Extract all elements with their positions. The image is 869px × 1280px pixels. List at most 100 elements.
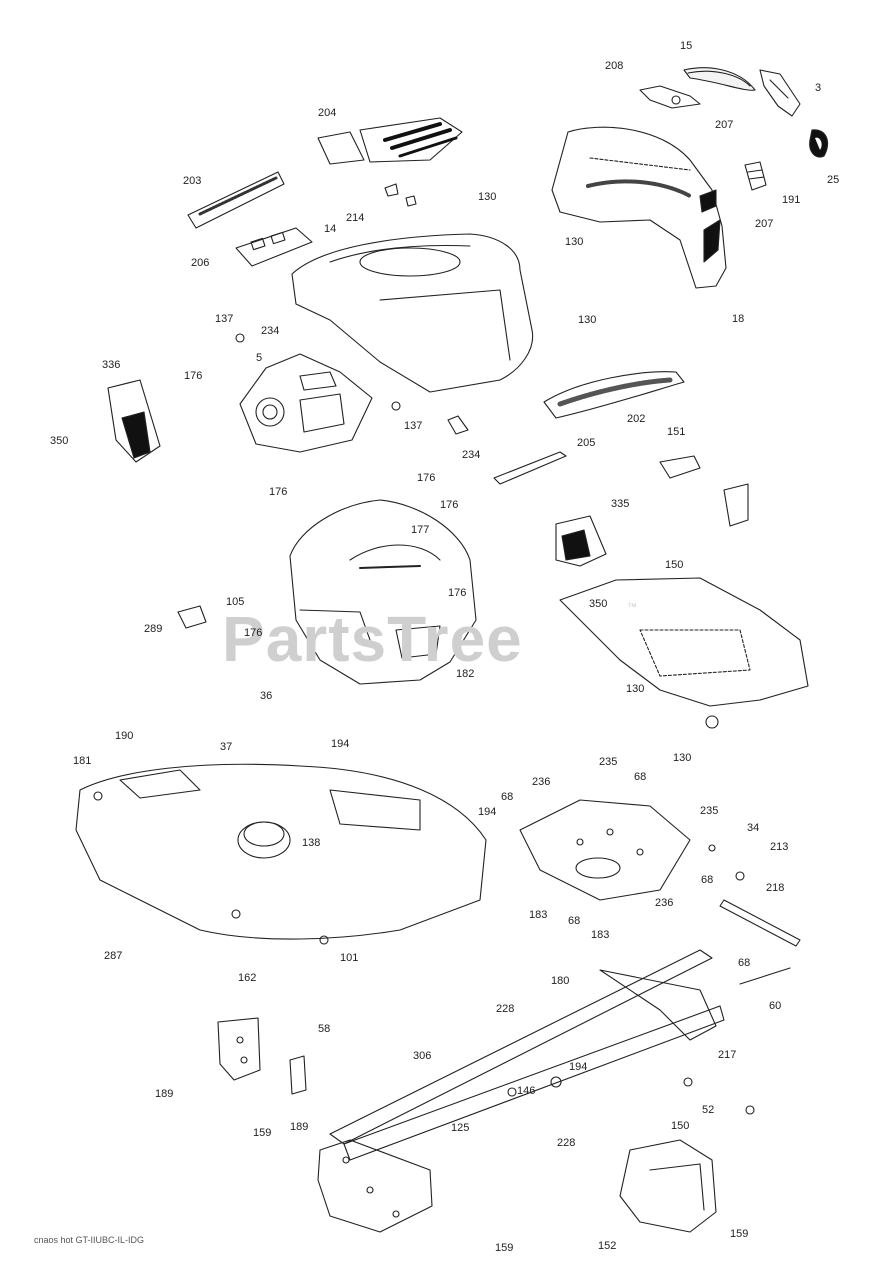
part-52 bbox=[683, 1077, 693, 1087]
callout-label: 202 bbox=[627, 413, 646, 425]
callout-label: 130 bbox=[478, 191, 497, 203]
callout-label: 204 bbox=[318, 107, 337, 119]
part-plate-assembly bbox=[519, 799, 691, 901]
callout-label: 37 bbox=[220, 741, 233, 753]
callout-label: 183 bbox=[529, 909, 548, 921]
callout-label: 101 bbox=[340, 952, 359, 964]
callout-label: 25 bbox=[827, 174, 840, 186]
callout-label: 206 bbox=[191, 257, 210, 269]
part-25-lens bbox=[809, 129, 829, 158]
callout-label: 190 bbox=[115, 730, 134, 742]
part-15-trim bbox=[683, 67, 756, 91]
callout-label: 52 bbox=[702, 1104, 715, 1116]
callout-label: 3 bbox=[815, 82, 822, 94]
callout-label: 335 bbox=[611, 498, 630, 510]
callout-label: 203 bbox=[183, 175, 202, 187]
part-dash-lower bbox=[289, 499, 477, 685]
part-204-grille bbox=[317, 117, 463, 165]
callout-label: 159 bbox=[495, 1242, 514, 1254]
callout-label: 183 bbox=[591, 929, 610, 941]
callout-label: 336 bbox=[102, 359, 121, 371]
callout-label: 162 bbox=[238, 972, 257, 984]
part-203-grille bbox=[187, 171, 285, 229]
part-287-pan bbox=[75, 763, 487, 945]
callout-label: 236 bbox=[655, 897, 674, 909]
callout-label: 306 bbox=[413, 1050, 432, 1062]
callout-label: 350 bbox=[589, 598, 608, 610]
callout-label: 150 bbox=[665, 559, 684, 571]
callout-label: 68 bbox=[634, 771, 647, 783]
callout-label: 189 bbox=[290, 1121, 309, 1133]
callout-label: 214 bbox=[346, 212, 365, 224]
part-336-panel bbox=[107, 379, 161, 463]
callout-label: 235 bbox=[599, 756, 618, 768]
callout-label: 150 bbox=[671, 1120, 690, 1132]
callout-label: 159 bbox=[253, 1127, 272, 1139]
watermark: PartsTree bbox=[222, 603, 523, 675]
part-18-nose bbox=[551, 126, 727, 289]
callout-label: 15 bbox=[680, 40, 693, 52]
part-137-knob bbox=[235, 333, 245, 343]
callout-label: 205 bbox=[577, 437, 596, 449]
callout-label: 191 bbox=[782, 194, 801, 206]
callout-label: 176 bbox=[440, 499, 459, 511]
part-151-bracket bbox=[659, 455, 749, 527]
callout-label: 207 bbox=[755, 218, 774, 230]
callout-label: 218 bbox=[766, 882, 785, 894]
callout-label: 176 bbox=[244, 627, 263, 639]
callout-label: 5 bbox=[256, 352, 263, 364]
part-152-bracket bbox=[619, 1139, 717, 1233]
callout-label: 152 bbox=[598, 1240, 617, 1252]
callout-label: 159 bbox=[730, 1228, 749, 1240]
callout-label: 217 bbox=[718, 1049, 737, 1061]
callout-label: 213 bbox=[770, 841, 789, 853]
callout-label: 68 bbox=[501, 791, 514, 803]
callout-label: 36 bbox=[260, 690, 273, 702]
part-3-bracket bbox=[759, 69, 801, 117]
callout-label: 189 bbox=[155, 1088, 174, 1100]
callout-label: 181 bbox=[73, 755, 92, 767]
callout-label: 350 bbox=[50, 435, 69, 447]
callout-label: 287 bbox=[104, 950, 123, 962]
part-218-arm bbox=[708, 844, 801, 947]
callout-label: 130 bbox=[578, 314, 597, 326]
callout-label: 289 bbox=[144, 623, 163, 635]
callout-label: 207 bbox=[715, 119, 734, 131]
callout-label: 208 bbox=[605, 60, 624, 72]
part-234-strip bbox=[447, 415, 469, 435]
callout-label: 137 bbox=[404, 420, 423, 432]
callout-label: 105 bbox=[226, 596, 245, 608]
part-206-panel bbox=[235, 227, 313, 267]
callout-label: 180 bbox=[551, 975, 570, 987]
part-58-block bbox=[289, 1055, 307, 1095]
callout-label: 176 bbox=[448, 587, 467, 599]
callout-label: 234 bbox=[261, 325, 280, 337]
callout-label: 68 bbox=[568, 915, 581, 927]
part-146 bbox=[507, 1087, 517, 1097]
part-202-grille bbox=[543, 371, 685, 419]
callout-label: 194 bbox=[478, 806, 497, 818]
diagram-code: cnaos hot GT-IIUBC-IL-IDG bbox=[34, 1235, 145, 1245]
part-335-panel bbox=[555, 515, 607, 567]
watermark-trademark: ™ bbox=[627, 602, 637, 613]
callout-label: 68 bbox=[738, 957, 751, 969]
callout-label: 176 bbox=[269, 486, 288, 498]
callout-label: 236 bbox=[532, 776, 551, 788]
part-214-clips bbox=[384, 183, 417, 207]
callout-label: 228 bbox=[496, 1003, 515, 1015]
part-191-bulb bbox=[744, 161, 767, 191]
part-137-knob bbox=[391, 401, 401, 411]
part-5-dashboard bbox=[239, 353, 373, 453]
part-289-block bbox=[177, 605, 207, 629]
callout-label: 177 bbox=[411, 524, 430, 536]
callout-label: 130 bbox=[673, 752, 692, 764]
callout-label: 130 bbox=[626, 683, 645, 695]
part-205-strip bbox=[493, 451, 567, 485]
callout-label: 125 bbox=[451, 1122, 470, 1134]
callout-label: 130 bbox=[565, 236, 584, 248]
callout-label: 194 bbox=[331, 738, 350, 750]
callout-label: 182 bbox=[456, 668, 475, 680]
part-189-bracket bbox=[217, 1017, 261, 1081]
part-180-frame bbox=[317, 949, 791, 1233]
